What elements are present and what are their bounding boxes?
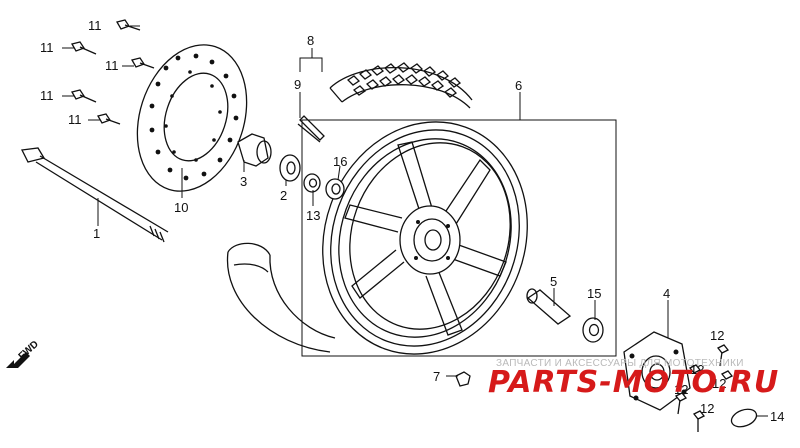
watermark-caption: ЗАПЧАСТИ И АКСЕССУАРЫ ДЛЯ МОТОТЕХНИКИ xyxy=(496,358,744,369)
screw-7-drawing xyxy=(455,371,471,387)
seal-13-drawing xyxy=(303,173,321,193)
leader-lines xyxy=(62,25,768,417)
fwd-text: FWD xyxy=(17,339,41,362)
wheel-drawing xyxy=(322,121,528,355)
watermark-brand: PARTS-MOTO.RU xyxy=(488,365,779,400)
label-1: 1 xyxy=(93,226,100,241)
collar-3-drawing xyxy=(237,133,272,167)
callout-labels: 11 11 11 11 11 8 9 6 3 2 16 13 10 1 5 15… xyxy=(40,18,784,424)
label-6: 6 xyxy=(515,78,522,93)
label-2: 2 xyxy=(280,188,287,203)
label-4: 4 xyxy=(663,286,670,301)
label-12-c: 12 xyxy=(712,376,726,391)
arrow-icon xyxy=(6,352,30,368)
hub-cover-4-drawing xyxy=(623,331,691,411)
brake-disc-drawing xyxy=(136,44,248,192)
label-11-d: 11 xyxy=(40,88,54,103)
distance-collar-5-drawing xyxy=(526,288,572,325)
label-11-b: 11 xyxy=(40,40,54,55)
label-16: 16 xyxy=(333,154,347,169)
tire-drawing xyxy=(226,62,473,353)
label-12-a: 12 xyxy=(710,328,724,343)
label-5: 5 xyxy=(550,274,557,289)
label-10: 10 xyxy=(174,200,188,215)
label-12-e: 12 xyxy=(700,401,714,416)
hub-bolts-drawing xyxy=(674,344,734,432)
fwd-marker: FWD xyxy=(6,339,41,368)
collar-2-drawing xyxy=(279,154,301,182)
label-8: 8 xyxy=(307,33,314,48)
label-3: 3 xyxy=(240,174,247,189)
label-12-d: 12 xyxy=(674,382,688,397)
bearing-15-drawing xyxy=(582,317,604,343)
label-7: 7 xyxy=(433,369,440,384)
label-9: 9 xyxy=(294,77,301,92)
axle-drawing xyxy=(21,147,169,243)
label-13: 13 xyxy=(306,208,320,223)
label-11-a: 11 xyxy=(88,18,102,33)
label-14: 14 xyxy=(770,409,784,424)
label-12-b: 12 xyxy=(690,362,704,377)
o-ring-14-drawing xyxy=(730,408,758,428)
watermark: ЗАПЧАСТИ И АКСЕССУАРЫ ДЛЯ МОТОТЕХНИКИ PA… xyxy=(488,358,779,400)
bearing-16-drawing xyxy=(325,178,345,200)
label-15: 15 xyxy=(587,286,601,301)
disc-bolts-drawing xyxy=(71,19,155,125)
label-11-e: 11 xyxy=(68,112,82,127)
label-11-c: 11 xyxy=(105,58,119,73)
